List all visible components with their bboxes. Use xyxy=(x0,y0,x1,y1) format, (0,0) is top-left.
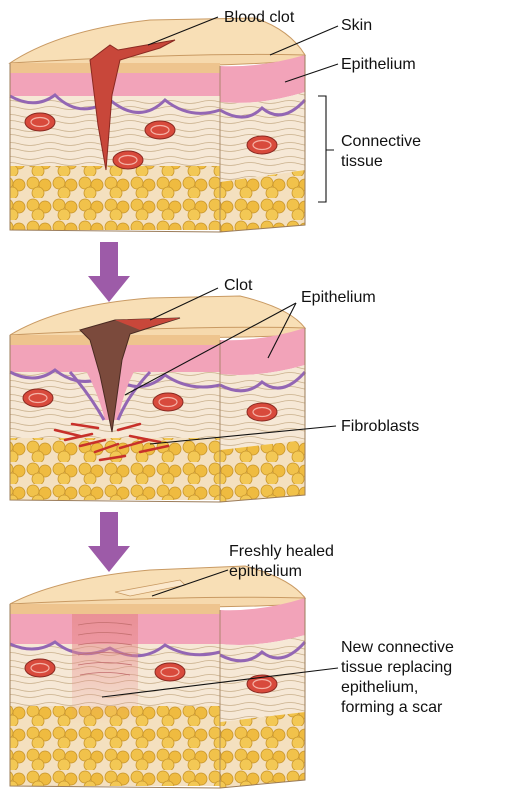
label-epithelium-2: Epithelium xyxy=(301,289,376,306)
label-healed-line1: Freshly healed xyxy=(229,543,334,560)
connective-tissue-bracket xyxy=(318,96,334,202)
down-arrow-icon xyxy=(88,242,130,302)
label-scar-line4: forming a scar xyxy=(341,699,443,716)
label-scar-line3: epithelium, xyxy=(341,679,418,696)
label-connective-line2: tissue xyxy=(341,153,383,170)
label-epithelium-1: Epithelium xyxy=(341,56,416,73)
label-blood-clot: Blood clot xyxy=(224,9,295,26)
label-connective-line1: Connective xyxy=(341,133,421,150)
down-arrow-icon xyxy=(88,512,130,572)
label-scar-line2: tissue replacing xyxy=(341,659,452,676)
label-fibroblasts: Fibroblasts xyxy=(341,418,419,435)
label-scar-line1: New connective xyxy=(341,639,454,656)
scar-tissue xyxy=(72,614,138,724)
skin-block-intact-wound xyxy=(10,18,305,232)
skin-block-fibroblasts xyxy=(10,296,305,502)
label-clot: Clot xyxy=(224,277,253,294)
label-healed-line2: epithelium xyxy=(229,563,302,580)
label-skin: Skin xyxy=(341,17,372,34)
